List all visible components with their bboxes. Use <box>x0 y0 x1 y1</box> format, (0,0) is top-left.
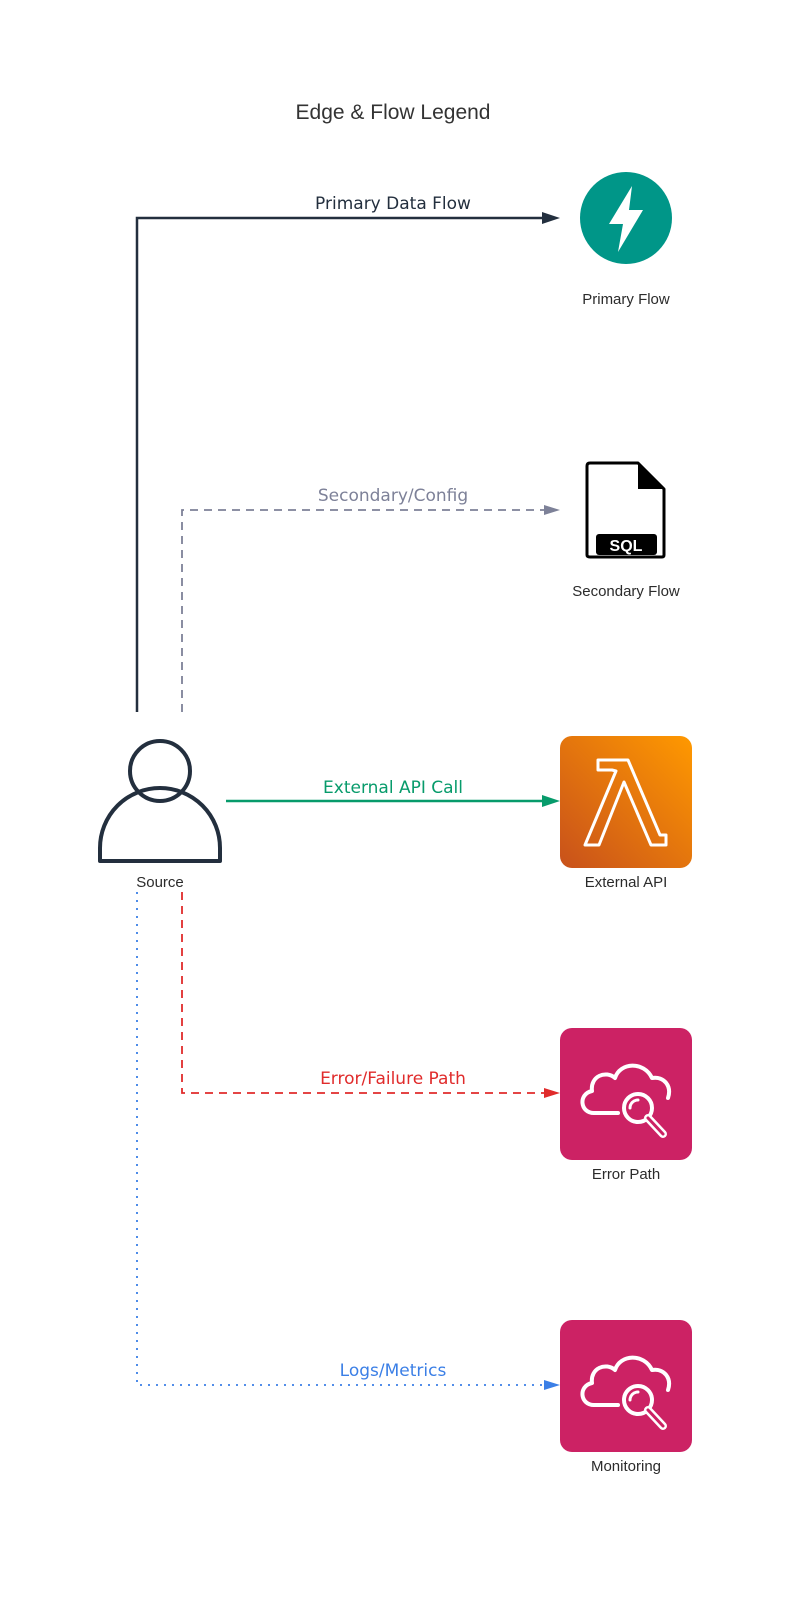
cloud-search-icon <box>560 1028 692 1160</box>
sql-badge: SQL <box>610 538 643 555</box>
source-label: Source <box>136 874 184 891</box>
monitoring-node[interactable]: Monitoring <box>560 1320 692 1475</box>
sql-file-icon: SQL <box>585 461 666 559</box>
primary-flow-label: Primary Flow <box>582 291 670 308</box>
edge-secondary-label: Secondary/Config <box>318 486 468 506</box>
source-node[interactable]: Source <box>98 739 222 891</box>
primary-flow-node[interactable]: Primary Flow <box>580 172 672 308</box>
user-icon <box>98 739 222 863</box>
edge-error-label: Error/Failure Path <box>320 1069 466 1089</box>
lambda-icon <box>560 736 692 868</box>
edge-logs-label: Logs/Metrics <box>340 1361 447 1381</box>
secondary-flow-node[interactable]: SQL Secondary Flow <box>572 461 680 600</box>
edge-secondary <box>181 505 560 712</box>
edge-external-label: External API Call <box>323 778 463 798</box>
diagram-title: Edge & Flow Legend <box>296 101 491 124</box>
monitoring-label: Monitoring <box>591 1458 661 1475</box>
edge-primary <box>135 212 560 712</box>
edge-error <box>181 892 560 1098</box>
edge-logs <box>136 892 560 1390</box>
error-path-label: Error Path <box>592 1166 660 1183</box>
secondary-flow-label: Secondary Flow <box>572 583 680 600</box>
external-api-label: External API <box>585 874 668 891</box>
edge-primary-label: Primary Data Flow <box>315 194 471 214</box>
edge-external <box>226 795 560 807</box>
external-api-node[interactable]: External API <box>560 736 692 891</box>
cloud-search-icon <box>560 1320 692 1452</box>
lightning-bolt-icon <box>580 172 672 264</box>
error-path-node[interactable]: Error Path <box>560 1028 692 1183</box>
